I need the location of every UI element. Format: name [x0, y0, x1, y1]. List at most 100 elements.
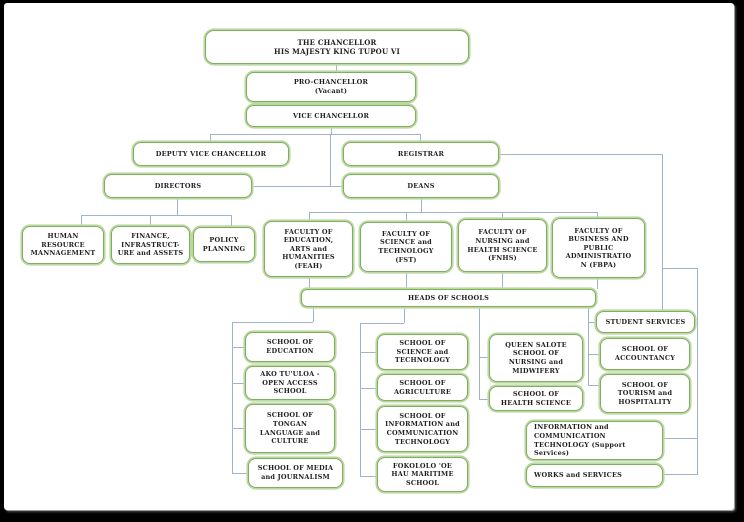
- connector: [232, 383, 245, 384]
- node-label: AKO TU'ULOA - OPEN ACCESS SCHOOL: [260, 370, 320, 396]
- connector: [360, 352, 377, 353]
- connector: [232, 347, 245, 348]
- node-school-accountancy: SCHOOL OF ACCOUNTANCY: [600, 338, 690, 370]
- node-human-resource: HUMAN RESOURCE MANNAGEMENT: [22, 226, 104, 264]
- connector: [597, 212, 598, 218]
- connector: [309, 212, 310, 221]
- connector: [588, 385, 600, 386]
- connector: [588, 307, 589, 385]
- node-label: HEADS OF SCHOOLS: [407, 293, 490, 302]
- node-label: FINANCE, INFRASTRUCT- URE and ASSETS: [117, 232, 184, 258]
- node-label: DIRECTORS: [154, 181, 202, 190]
- node-school-agriculture: SCHOOL OF AGRICULTURE: [377, 374, 468, 401]
- node-deans: DEANS: [343, 174, 499, 198]
- connector: [588, 354, 600, 355]
- node-label: THE CHANCELLOR HIS MAJESTY KING TUPOU VI: [274, 37, 400, 56]
- node-pro-chancellor: PRO-CHANCELLOR (Vacant): [246, 72, 416, 102]
- connector: [479, 399, 489, 400]
- connector: [479, 357, 489, 358]
- node-school-health-science: SCHOOL OF HEALTH SCIENCE: [489, 386, 583, 411]
- node-policy-planning: POLICY PLANNING: [193, 227, 255, 262]
- node-label: SCHOOL OF MEDIA and JOURNALISM: [257, 464, 334, 481]
- node-label: SCHOOL OF ACCOUNTANCY: [614, 345, 676, 362]
- connector: [502, 212, 503, 219]
- connector: [588, 322, 596, 323]
- connector: [313, 307, 314, 322]
- connector: [360, 323, 404, 324]
- connector: [309, 277, 310, 289]
- connector: [360, 388, 377, 389]
- node-label: SCHOOL OF INFORMATION and COMMUNICATION …: [385, 411, 460, 446]
- node-school-tourism-hospitality: SCHOOL OF TOURISM and HOSPITALITY: [600, 374, 690, 413]
- connector: [662, 268, 697, 269]
- node-works-services: WORKS and SERVICES: [526, 464, 663, 487]
- node-label: VICE CHANCELLOR: [292, 111, 370, 120]
- connector: [663, 474, 697, 475]
- node-ako-tuuloa: AKO TU'ULOA - OPEN ACCESS SCHOOL: [245, 366, 335, 400]
- node-label: FACULTY OF NURSING and HEALTH SCIENCE (F…: [467, 228, 538, 263]
- connector: [210, 134, 211, 142]
- connector: [210, 134, 421, 135]
- node-student-services: STUDENT SERVICES: [596, 311, 695, 333]
- connector: [360, 476, 377, 477]
- connector: [404, 307, 405, 323]
- node-queen-salote-nursing: QUEEN SALOTE SCHOOL OF NURSING and MIDWI…: [489, 334, 583, 382]
- connector: [662, 154, 663, 311]
- connector: [177, 198, 178, 215]
- node-label: INFORMATION and COMMUNICATION TECHNOLOGY…: [534, 423, 626, 458]
- node-label: PRO-CHANCELLOR (Vacant): [293, 78, 369, 95]
- connector: [309, 212, 597, 213]
- node-fokololo-maritime: FOKOLOLO 'OE HAU MARITIME SCHOOL: [377, 457, 468, 492]
- connector: [499, 154, 662, 155]
- connector: [231, 215, 232, 227]
- node-label: SCHOOL OF AGRICULTURE: [394, 378, 451, 396]
- node-label: FACULTY OF EDUCATION, ARTS and HUMANITIE…: [282, 227, 335, 270]
- connector: [663, 438, 697, 439]
- connector: [697, 268, 698, 475]
- node-school-ict: SCHOOL OF INFORMATION and COMMUNICATION …: [377, 406, 468, 452]
- connector: [360, 323, 361, 476]
- node-label: QUEEN SALOTE SCHOOL OF NURSING and MIDWI…: [505, 340, 567, 375]
- connector: [150, 215, 151, 226]
- node-label: SCHOOL OF SCIENCE and TECHNOLOGY: [394, 339, 451, 365]
- node-school-tongan-language: SCHOOL OF TONGAN LANGUAGE and CULTURE: [245, 404, 335, 453]
- connector: [360, 429, 377, 430]
- node-label: SCHOOL OF TOURISM and HOSPITALITY: [617, 380, 673, 406]
- node-chancellor: THE CHANCELLOR HIS MAJESTY KING TUPOU VI: [205, 30, 469, 64]
- connector: [232, 322, 313, 323]
- node-heads-of-schools: HEADS OF SCHOOLS: [301, 289, 596, 307]
- node-label: FACULTY OF SCIENCE and TECHNOLOGY (FST): [378, 229, 434, 264]
- node-ict-support-services: INFORMATION and COMMUNICATION TECHNOLOGY…: [526, 421, 663, 460]
- node-faculty-feah: FACULTY OF EDUCATION, ARTS and HUMANITIE…: [264, 221, 353, 277]
- connector: [597, 278, 598, 289]
- node-school-science-technology: SCHOOL OF SCIENCE and TECHNOLOGY: [377, 334, 468, 370]
- node-faculty-fst: FACULTY OF SCIENCE and TECHNOLOGY (FST): [360, 222, 452, 272]
- node-label: SCHOOL OF EDUCATION: [266, 338, 314, 355]
- connector: [421, 198, 422, 212]
- node-label: FACULTY OF BUSINESS AND PUBLIC ADMINISTR…: [565, 226, 632, 269]
- connector: [232, 428, 245, 429]
- node-label: SCHOOL OF TONGAN LANGUAGE and CULTURE: [259, 411, 321, 446]
- connector: [232, 473, 248, 474]
- node-label: FOKOLOLO 'OE HAU MARITIME SCHOOL: [391, 461, 454, 487]
- node-faculty-fnhs: FACULTY OF NURSING and HEALTH SCIENCE (F…: [458, 219, 547, 272]
- node-faculty-fbpa: FACULTY OF BUSINESS AND PUBLIC ADMINISTR…: [552, 218, 645, 278]
- node-vice-chancellor: VICE CHANCELLOR: [246, 105, 416, 127]
- node-finance-infrastructure: FINANCE, INFRASTRUCT- URE and ASSETS: [111, 226, 190, 264]
- connector: [336, 64, 337, 72]
- node-label: DEPUTY VICE CHANCELLOR: [155, 149, 267, 158]
- node-deputy-vice-chancellor: DEPUTY VICE CHANCELLOR: [133, 142, 289, 166]
- node-school-education: SCHOOL OF EDUCATION: [245, 332, 335, 362]
- node-label: DEANS: [407, 181, 435, 190]
- connector: [232, 322, 233, 473]
- node-label: WORKS and SERVICES: [534, 471, 623, 480]
- node-school-media-journalism: SCHOOL OF MEDIA and JOURNALISM: [248, 458, 343, 488]
- connector: [502, 272, 503, 289]
- connector: [420, 134, 421, 142]
- node-label: HUMAN RESOURCE MANNAGEMENT: [30, 232, 96, 258]
- connector: [81, 215, 231, 216]
- connector: [81, 215, 82, 226]
- connector: [252, 186, 343, 187]
- node-label: STUDENT SERVICES: [605, 317, 686, 326]
- connector: [330, 134, 331, 187]
